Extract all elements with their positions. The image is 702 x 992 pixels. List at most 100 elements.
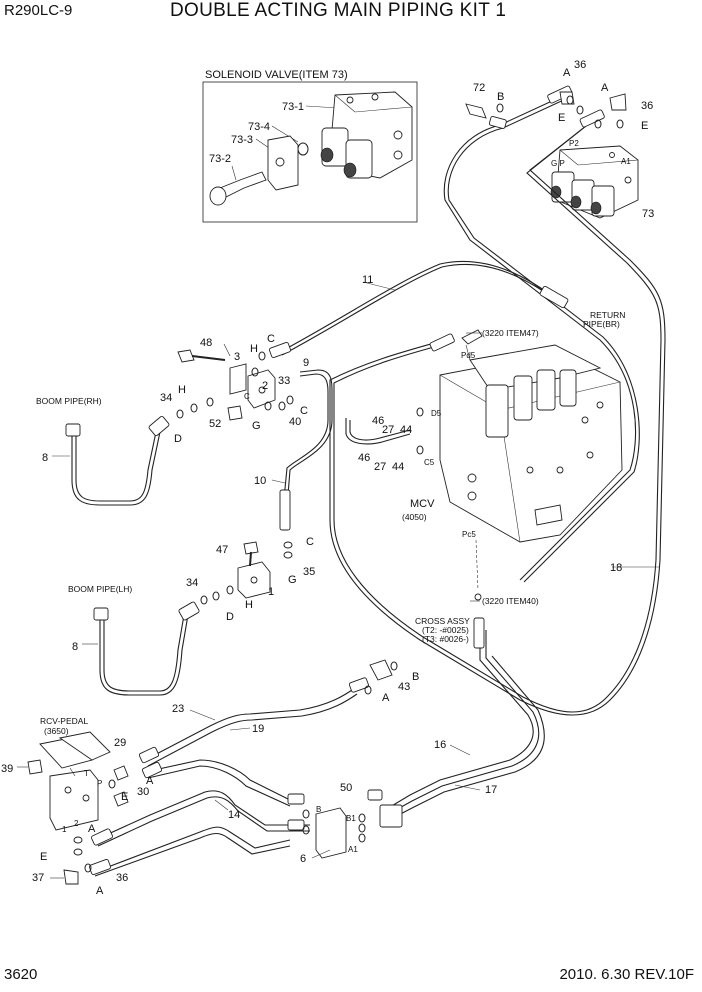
svg-text:B: B (316, 805, 321, 814)
callout-9: 9 (303, 357, 309, 369)
callout-36: 36 (641, 100, 653, 112)
callout-d: D (174, 433, 182, 445)
callout-73: 73 (642, 208, 654, 220)
callout-16: 16 (434, 739, 446, 751)
note-return-pipe-1: RETURN (590, 310, 625, 320)
callout-44: 44 (392, 461, 404, 473)
callout-46: 46 (358, 452, 370, 464)
callout-17: 17 (485, 784, 497, 796)
callout-e: E (641, 120, 648, 132)
callout-a: A (601, 82, 609, 94)
note-item47: (3220 ITEM47) (482, 328, 539, 338)
callout-d: D (226, 611, 234, 623)
callout-35: 35 (303, 566, 315, 578)
callout-46: 46 (372, 415, 384, 427)
svg-text:1: 1 (62, 825, 67, 834)
solenoid-valve-73 (550, 145, 639, 219)
svg-text:2: 2 (74, 819, 79, 828)
callout-6: 6 (300, 853, 306, 865)
callout-40: 40 (289, 416, 301, 428)
note-cross-assy-3: (T3: #0026-) (422, 634, 469, 644)
callout-8: 8 (42, 452, 48, 464)
svg-text:B1: B1 (346, 814, 356, 823)
hoses (71, 94, 666, 877)
svg-text:P: P (97, 779, 102, 788)
label-73-2: 73-2 (209, 153, 231, 165)
callout-a: A (88, 823, 96, 835)
callout-e: E (121, 791, 128, 803)
callout-43: 43 (398, 681, 410, 693)
callout-c: C (267, 333, 275, 345)
callout-47: 47 (216, 544, 228, 556)
notes: BOOM PIPE(RH) BOOM PIPE(LH) RETURN PIPE(… (36, 310, 625, 736)
svg-text:T: T (84, 769, 89, 778)
inset-title: SOLENOID VALVE(ITEM 73) (205, 69, 348, 81)
callout-h: H (245, 599, 253, 611)
page-number: 3620 (4, 966, 38, 983)
callout-34: 34 (160, 392, 172, 404)
solenoid-valve-inset: SOLENOID VALVE(ITEM 73) 73-1 73-4 73-3 7… (202, 69, 418, 223)
callout-g: G (252, 420, 261, 432)
block-6 (315, 807, 347, 859)
leader-lines (17, 281, 660, 879)
callout-a: A (382, 692, 390, 704)
callout-1: 1 (268, 586, 274, 598)
note-rcv-pedal-2: (3650) (44, 726, 69, 736)
callout-27: 27 (382, 424, 394, 436)
svg-text:A1: A1 (348, 845, 358, 854)
callout-c: C (300, 405, 308, 417)
svg-text:P2: P2 (569, 139, 579, 148)
callout-52: 52 (209, 418, 221, 430)
port-marks: Pd5 Pc5 D5 C5 P2 G P A1 B1 A1 B C P T 1 … (62, 139, 631, 854)
callout-h: H (178, 384, 186, 396)
callout-c: C (306, 536, 314, 548)
callout-33: 33 (278, 375, 290, 387)
callout-2: 2 (262, 380, 268, 392)
callout-a: A (563, 67, 571, 79)
callout-27: 27 (374, 461, 386, 473)
fittings (27, 85, 627, 885)
note-rcv-pedal-1: RCV-PEDAL (40, 716, 88, 726)
callouts: 72 B A 36 E A 36 E 73 11 9 48 3 H C 2 33… (1, 59, 654, 897)
callout-72: 72 (473, 82, 485, 94)
svg-text:D5: D5 (431, 409, 442, 418)
note-boom-pipe-lh: BOOM PIPE(LH) (68, 584, 132, 594)
svg-text:A1: A1 (621, 157, 631, 166)
callout-39: 39 (1, 763, 13, 775)
page-title: DOUBLE ACTING MAIN PIPING KIT 1 (170, 0, 507, 21)
callout-b: B (497, 91, 504, 103)
note-cross-assy-1: CROSS ASSY (415, 616, 470, 626)
svg-text:G P: G P (551, 159, 565, 168)
label-73-3: 73-3 (231, 134, 253, 146)
model-code: R290LC-9 (4, 2, 73, 19)
label-73-4: 73-4 (248, 121, 270, 133)
callout-e: E (40, 851, 47, 863)
callout-g: G (288, 574, 297, 586)
callout-18: 18 (610, 562, 622, 574)
callout-10: 10 (254, 475, 266, 487)
svg-text:Pd5: Pd5 (461, 351, 476, 360)
note-cross-assy-2: (T2: -#0025) (422, 625, 469, 635)
callout-19: 19 (252, 723, 264, 735)
note-mcv-1: MCV (410, 498, 435, 510)
note-item40: (3220 ITEM40) (482, 596, 539, 606)
callout-23: 23 (172, 703, 184, 715)
note-return-pipe-2: PIPE(BR) (583, 319, 620, 329)
callout-14: 14 (228, 809, 240, 821)
callout-e: E (558, 112, 565, 124)
plate-3 (229, 363, 247, 395)
label-73-1: 73-1 (282, 101, 304, 113)
callout-37: 37 (32, 872, 44, 884)
callout-a: A (146, 775, 154, 787)
callout-11: 11 (362, 274, 373, 286)
svg-text:Pc5: Pc5 (462, 530, 476, 539)
date-revision: 2010. 6.30 REV.10F (559, 966, 694, 983)
callout-29: 29 (114, 737, 126, 749)
svg-text:C5: C5 (424, 458, 435, 467)
callout-44: 44 (400, 424, 412, 436)
callout-36: 36 (116, 872, 128, 884)
callout-50: 50 (340, 782, 352, 794)
note-boom-pipe-rh: BOOM PIPE(RH) (36, 396, 102, 406)
callout-a: A (96, 885, 104, 897)
